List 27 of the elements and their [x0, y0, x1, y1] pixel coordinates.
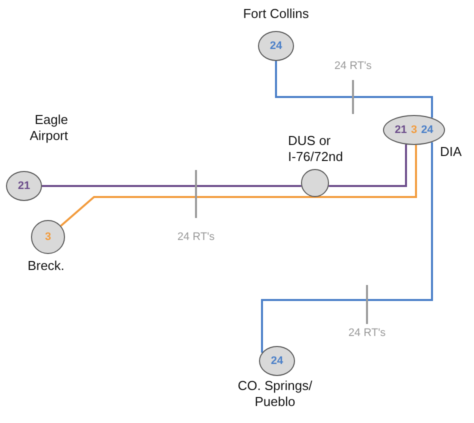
route-line — [42, 185, 302, 187]
route-count: 24 — [270, 355, 284, 367]
route-line — [261, 142, 433, 353]
trip-count-label: 24 RT's — [177, 231, 215, 243]
place-name: Eagle Airport — [28, 112, 68, 144]
route-count: 24 — [421, 124, 434, 136]
route-count: 3 — [44, 231, 52, 243]
route-line — [60, 196, 315, 227]
place-name: Fort Collins — [242, 6, 310, 22]
route-line — [275, 61, 433, 118]
route-line — [315, 144, 417, 198]
route-line — [328, 144, 407, 187]
place-name: DIA — [440, 144, 463, 160]
station-ellipse — [6, 171, 42, 201]
place-name: CO. Springs/ Pueblo — [236, 378, 314, 410]
route-count: 21 — [18, 180, 30, 192]
place-name: DUS or I-76/72nd — [288, 133, 344, 165]
station-ellipse — [31, 220, 65, 254]
route-count: 24 — [270, 40, 282, 52]
trip-count-label: 24 RT's — [348, 327, 386, 339]
route-count: 21 — [394, 124, 407, 136]
station-ellipse — [259, 346, 295, 376]
trip-count-label: 24 RT's — [334, 60, 372, 72]
station-ellipse — [258, 31, 294, 61]
hub-circle — [301, 169, 329, 197]
route-count: 3 — [410, 124, 418, 136]
place-name: Breck. — [26, 258, 66, 274]
